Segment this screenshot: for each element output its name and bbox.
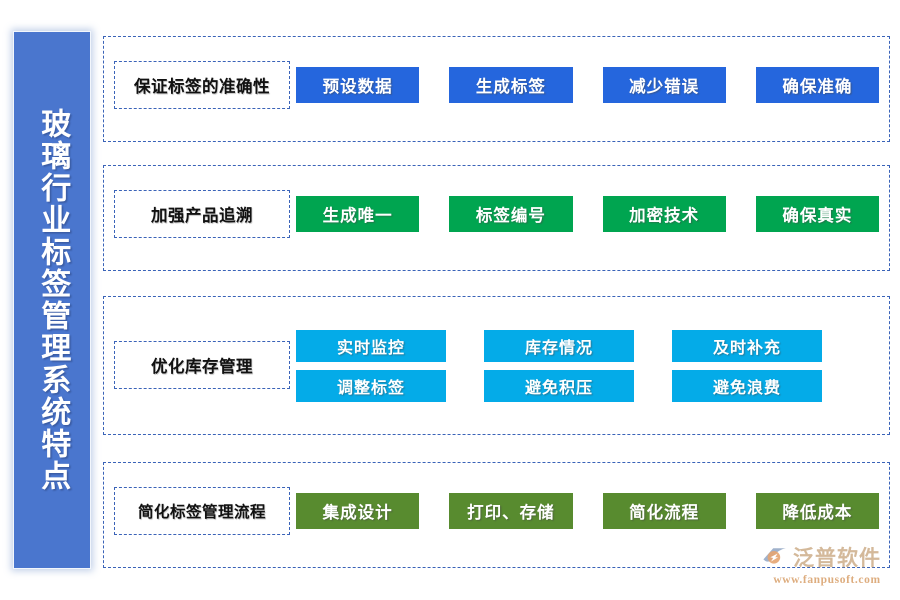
chip-line-top: 实时监控 库存情况 及时补充 xyxy=(296,330,879,362)
feature-label-box-2: 加强产品追溯 xyxy=(114,190,290,238)
chip-item[interactable]: 减少错误 xyxy=(602,67,726,103)
chip-item[interactable]: 避免浪费 xyxy=(672,370,822,402)
chip-item[interactable]: 调整标签 xyxy=(296,370,446,402)
chip-group-2: 生成唯一 标签编号 加密技术 确保真实 xyxy=(296,190,879,238)
feature-label-box-3: 优化库存管理 xyxy=(114,341,290,389)
chip-item[interactable]: 避免积压 xyxy=(484,370,634,402)
watermark-url: www.fanpusoft.com xyxy=(773,574,881,586)
feature-label-box-1: 保证标签的准确性 xyxy=(114,61,290,109)
feature-row-2: 加强产品追溯 生成唯一 标签编号 加密技术 确保真实 xyxy=(103,165,890,271)
chip-item[interactable]: 实时监控 xyxy=(296,330,446,362)
feature-label-3: 优化库存管理 xyxy=(151,358,253,376)
feature-label-4: 简化标签管理流程 xyxy=(137,504,266,521)
chip-item[interactable]: 生成唯一 xyxy=(296,196,420,232)
feature-row-3: 优化库存管理 实时监控 库存情况 及时补充 调整标签 避免积压 避免浪费 xyxy=(103,296,890,435)
chip-item[interactable]: 加密技术 xyxy=(602,196,726,232)
chip-item[interactable]: 预设数据 xyxy=(296,67,420,103)
feature-label-2: 加强产品追溯 xyxy=(151,207,253,225)
chip-item[interactable]: 打印、存储 xyxy=(449,493,573,529)
chip-group-1: 预设数据 生成标签 减少错误 确保准确 xyxy=(296,61,879,109)
chip-group-4: 集成设计 打印、存储 简化流程 降低成本 xyxy=(296,487,879,535)
vertical-title-bar: 玻璃行业标签管理系统特点 xyxy=(13,31,91,569)
chip-line-bottom: 调整标签 避免积压 避免浪费 xyxy=(296,370,879,402)
chip-item[interactable]: 集成设计 xyxy=(296,493,420,529)
vertical-title-text: 玻璃行业标签管理系统特点 xyxy=(36,108,70,492)
chip-item[interactable]: 库存情况 xyxy=(484,330,634,362)
feature-row-1: 保证标签的准确性 预设数据 生成标签 减少错误 确保准确 xyxy=(103,36,890,142)
chip-item[interactable]: 确保真实 xyxy=(755,196,879,232)
chip-item[interactable]: 及时补充 xyxy=(672,330,822,362)
feature-row-4: 简化标签管理流程 集成设计 打印、存储 简化流程 降低成本 xyxy=(103,462,890,568)
chip-item[interactable]: 标签编号 xyxy=(449,196,573,232)
feature-label-1: 保证标签的准确性 xyxy=(134,78,270,96)
chip-item[interactable]: 生成标签 xyxy=(449,67,573,103)
chip-item[interactable]: 降低成本 xyxy=(755,493,879,529)
chip-group-3: 实时监控 库存情况 及时补充 调整标签 避免积压 避免浪费 xyxy=(296,319,879,413)
chip-item[interactable]: 确保准确 xyxy=(755,67,879,103)
feature-label-box-4: 简化标签管理流程 xyxy=(114,487,290,535)
chip-item[interactable]: 简化流程 xyxy=(602,493,726,529)
